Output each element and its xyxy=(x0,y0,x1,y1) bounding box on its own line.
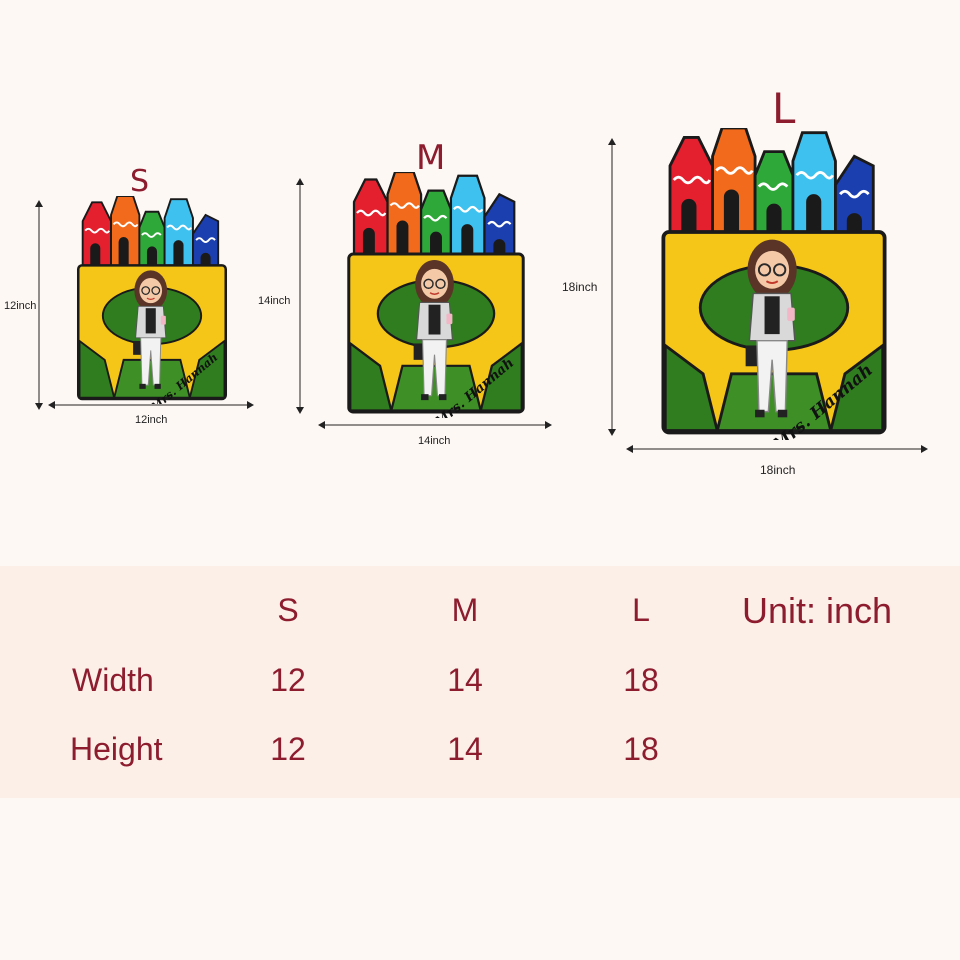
table-header-l: L xyxy=(632,592,650,628)
table-header-m: M xyxy=(451,592,479,628)
unit-label: Unit: inch xyxy=(742,590,893,631)
product-image-s: Mrs. Hannah xyxy=(76,196,228,404)
height-value-l: 18 xyxy=(623,731,659,767)
height-arrow-s xyxy=(35,200,43,410)
width-label-m: 14inch xyxy=(418,435,451,447)
width-arrow-s xyxy=(48,401,254,409)
size-table xyxy=(0,566,960,798)
width-arrow-l xyxy=(626,445,928,453)
height-arrow-l xyxy=(608,138,616,436)
height-value-m: 14 xyxy=(447,731,483,767)
table-header-s: S xyxy=(277,592,299,628)
row-label-height: Height xyxy=(70,731,163,767)
width-label-s: 12inch xyxy=(135,414,168,426)
size-label-m: M xyxy=(416,138,446,178)
height-arrow-m xyxy=(296,178,304,414)
size-label-l: L xyxy=(772,84,796,133)
product-image-m: Mrs. Hannah xyxy=(347,172,525,418)
width-arrow-m xyxy=(318,421,552,429)
size-label-s: S xyxy=(130,164,150,199)
height-value-s: 12 xyxy=(270,731,306,767)
height-label-m: 14inch xyxy=(258,295,291,307)
width-value-s: 12 xyxy=(270,662,306,698)
height-label-l: 18inch xyxy=(562,280,598,294)
width-value-m: 14 xyxy=(447,662,483,698)
height-label-s: 12inch xyxy=(4,300,37,312)
product-image-l: Mrs. Hannah xyxy=(661,128,887,440)
row-label-width: Width xyxy=(72,662,154,698)
width-label-l: 18inch xyxy=(760,463,796,477)
width-value-l: 18 xyxy=(623,662,659,698)
